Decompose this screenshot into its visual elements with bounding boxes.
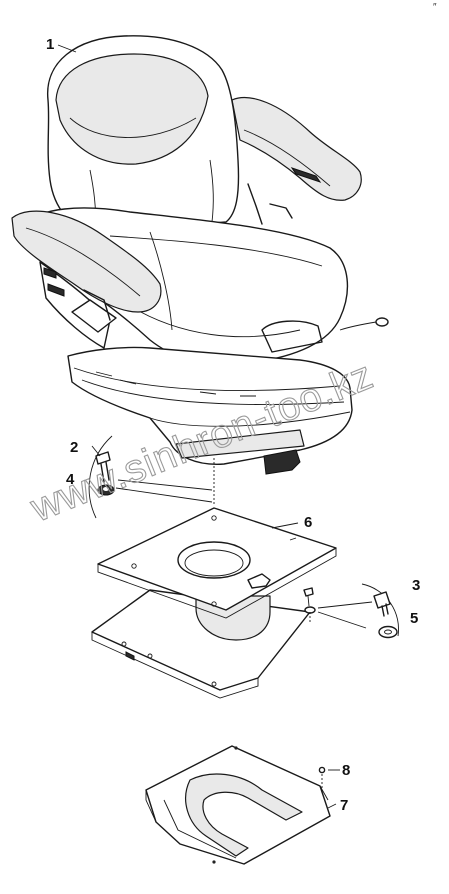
- lever-block: [71, 299, 117, 333]
- right-armrest: [231, 96, 362, 201]
- callout-2: 2: [70, 439, 78, 456]
- bolt-3: [373, 591, 391, 617]
- leader-lines: [57, 44, 340, 809]
- screw-8: [318, 766, 326, 792]
- washer-4: [97, 484, 115, 496]
- callout-3: 3: [412, 577, 420, 594]
- swivel-hole: [177, 541, 251, 579]
- callout-4: 4: [66, 471, 75, 488]
- detail-callout-right: [317, 583, 399, 639]
- floor-tray-7: [145, 745, 331, 865]
- corner-mark: ″: [433, 2, 437, 13]
- seat-assembly: [11, 35, 389, 475]
- washer-5: [378, 625, 398, 639]
- callout-8: 8: [342, 762, 350, 779]
- callout-5: 5: [410, 610, 418, 627]
- lock-latch: [247, 573, 271, 589]
- callout-6: 6: [304, 514, 312, 531]
- height-adjust-handle: [263, 449, 301, 475]
- callout-1: 1: [46, 36, 54, 53]
- headrest-panel: [55, 53, 209, 165]
- swivel-assembly: [91, 458, 337, 699]
- callout-7: 7: [340, 797, 348, 814]
- cable-knob: [375, 317, 389, 327]
